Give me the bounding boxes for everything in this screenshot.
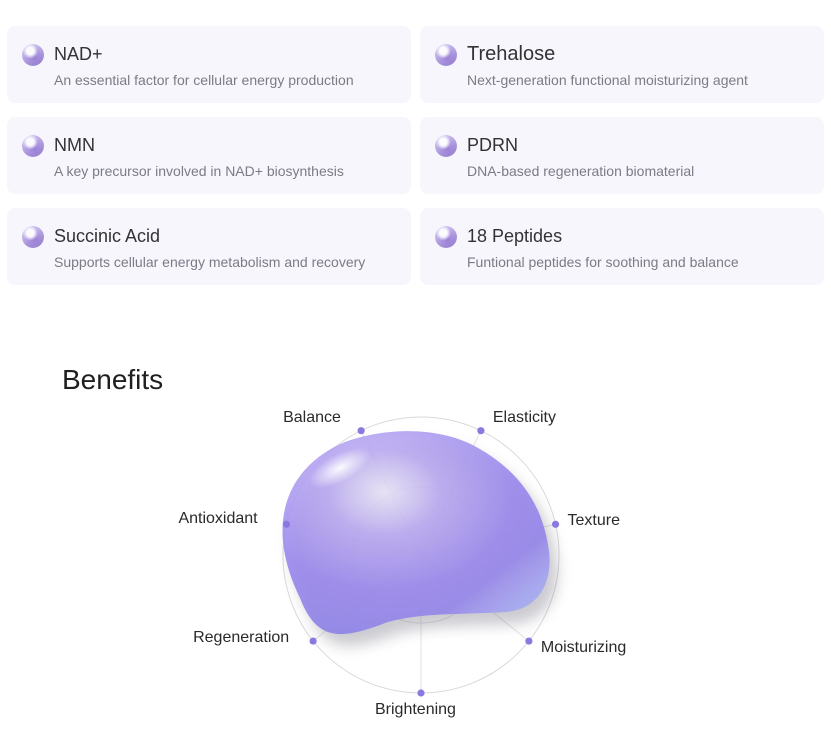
sphere-orb-icon bbox=[435, 135, 457, 157]
radar-axis-dot bbox=[357, 427, 365, 435]
radar-axis-dots bbox=[282, 427, 560, 697]
ingredient-card-nad: NAD+ An essential factor for cellular en… bbox=[7, 26, 411, 103]
ingredient-card-pdrn: PDRN DNA-based regeneration biomaterial bbox=[420, 117, 824, 194]
ingredient-card-succinic-acid: Succinic Acid Supports cellular energy m… bbox=[7, 208, 411, 285]
benefits-heading: Benefits bbox=[62, 364, 164, 395]
ingredient-description: A key precursor involved in NAD+ biosynt… bbox=[54, 163, 344, 179]
ingredient-description: Funtional peptides for soothing and bala… bbox=[467, 254, 739, 270]
ingredient-grid: NAD+ An essential factor for cellular en… bbox=[7, 26, 824, 285]
ingredient-title: NMN bbox=[54, 135, 95, 155]
benefit-axis-label: Elasticity bbox=[492, 408, 556, 426]
benefit-axis-label: Moisturizing bbox=[540, 639, 627, 657]
radar-axis-dot bbox=[417, 689, 425, 697]
benefit-axis-label: Regeneration bbox=[193, 629, 290, 647]
radar-axis-dot bbox=[525, 637, 533, 645]
benefit-axis-label: Antioxidant bbox=[178, 510, 258, 528]
sphere-orb-icon bbox=[435, 44, 457, 66]
radar-axis-dot bbox=[282, 520, 291, 528]
sphere-orb-icon bbox=[22, 44, 44, 66]
ingredient-title: NAD+ bbox=[54, 44, 103, 64]
sphere-orb-icon bbox=[22, 226, 44, 248]
radar-axis-dot bbox=[477, 427, 485, 435]
sphere-orb-icon bbox=[22, 135, 44, 157]
sphere-orb-icon bbox=[435, 226, 457, 248]
ingredient-description: An essential factor for cellular energy … bbox=[54, 72, 354, 88]
benefit-blob bbox=[282, 431, 558, 647]
ingredient-description: Supports cellular energy metabolism and … bbox=[54, 254, 366, 270]
benefit-axis-label: Balance bbox=[283, 408, 341, 426]
ingredient-description: DNA-based regeneration biomaterial bbox=[467, 163, 695, 179]
ingredient-card-18-peptides: 18 Peptides Funtional peptides for sooth… bbox=[420, 208, 824, 285]
radar-axis-dot bbox=[309, 637, 317, 645]
ingredient-title: 18 Peptides bbox=[467, 226, 563, 246]
ingredient-title: PDRN bbox=[467, 135, 519, 155]
ingredient-card-nmn: NMN A key precursor involved in NAD+ bio… bbox=[7, 117, 411, 194]
benefit-axis-label: Brightening bbox=[375, 701, 456, 718]
benefit-axis-label: Texture bbox=[567, 512, 620, 530]
ingredient-card-trehalose: Trehalose Next-generation functional moi… bbox=[420, 26, 824, 103]
ingredient-title: Succinic Acid bbox=[54, 226, 161, 246]
blob-highlight bbox=[309, 447, 371, 489]
ingredient-description: Next-generation functional moisturizing … bbox=[467, 72, 748, 88]
ingredient-title: Trehalose bbox=[467, 43, 556, 65]
radar-axis-dot bbox=[551, 520, 560, 528]
